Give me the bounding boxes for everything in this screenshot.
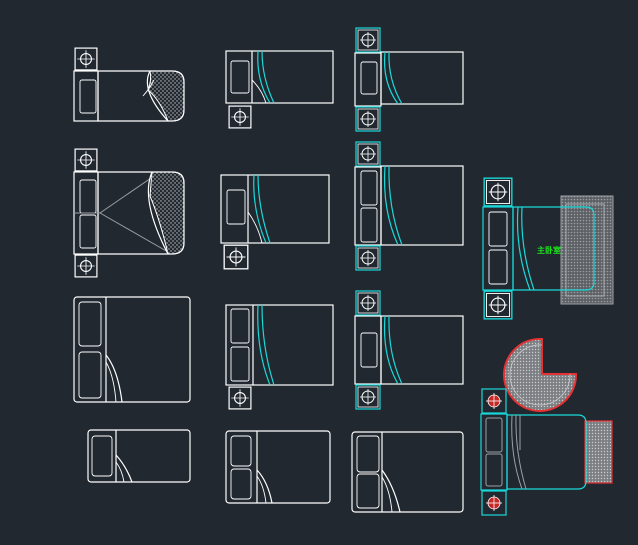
mattress — [87, 429, 191, 483]
lamp-icon — [74, 148, 98, 172]
bed-block-11[interactable] — [354, 290, 464, 410]
lamp-icon — [481, 388, 507, 414]
pillow — [79, 214, 97, 249]
bed-block-14[interactable] — [225, 430, 331, 504]
lamp-icon — [355, 245, 381, 271]
pillow — [360, 170, 378, 206]
lamp-icon — [355, 384, 381, 410]
lamp-icon — [74, 47, 98, 71]
pillow — [230, 346, 250, 382]
bed-block-15[interactable] — [351, 431, 464, 513]
mattress — [225, 430, 331, 504]
mattress — [73, 296, 191, 403]
pillow — [356, 473, 380, 509]
pillow — [488, 249, 508, 285]
mattress — [380, 51, 464, 105]
lamp-icon — [228, 105, 252, 129]
bed-block-1[interactable] — [73, 47, 185, 122]
lamp-icon — [74, 254, 98, 278]
pillow — [356, 435, 380, 473]
lamp-icon — [355, 141, 381, 167]
lamp-icon — [355, 290, 381, 316]
pillow — [360, 61, 378, 95]
bed-block-9[interactable] — [73, 296, 191, 403]
bed-block-3[interactable] — [354, 27, 464, 132]
mattress — [220, 174, 330, 244]
pillow — [79, 79, 97, 114]
bed-block-6[interactable] — [220, 174, 330, 270]
pillow — [230, 468, 252, 500]
pillow — [360, 207, 378, 243]
pillow — [226, 189, 246, 225]
rug — [560, 195, 614, 305]
pillow — [78, 351, 102, 399]
mattress — [380, 165, 464, 246]
mattress — [225, 304, 334, 386]
pillow — [360, 332, 378, 368]
lamp-icon — [483, 290, 513, 320]
pillow — [485, 453, 503, 487]
mattress — [512, 206, 595, 291]
bed-block-2[interactable] — [225, 50, 334, 129]
pillow — [485, 417, 503, 453]
pillow — [488, 211, 508, 247]
lamp-icon — [228, 386, 252, 410]
pillow — [230, 435, 252, 467]
round-rug[interactable] — [503, 337, 578, 412]
bed-block-7[interactable] — [354, 141, 464, 271]
pillow — [230, 60, 250, 94]
bed-block-5[interactable] — [73, 148, 185, 278]
pillow — [91, 435, 113, 477]
pillow — [230, 308, 250, 344]
lamp-icon — [355, 27, 381, 53]
room-label: 主卧室 — [537, 245, 561, 255]
lamp-icon — [481, 490, 507, 516]
bed-block-13[interactable] — [87, 429, 191, 483]
bed-block-10[interactable] — [225, 304, 334, 410]
rug — [584, 420, 613, 484]
mattress — [351, 431, 464, 513]
round-rug-shape — [503, 337, 578, 412]
pillow — [79, 179, 97, 214]
mattress — [225, 50, 334, 104]
lamp-icon — [355, 106, 381, 132]
bed-block-12[interactable] — [480, 388, 613, 516]
mattress — [380, 315, 464, 385]
lamp-icon — [483, 177, 513, 207]
pillow — [78, 301, 102, 347]
mattress — [506, 414, 587, 490]
lamp-icon — [223, 244, 249, 270]
bed-block-8-master[interactable]: 主卧室 — [482, 177, 614, 320]
folded-cover — [146, 70, 169, 122]
